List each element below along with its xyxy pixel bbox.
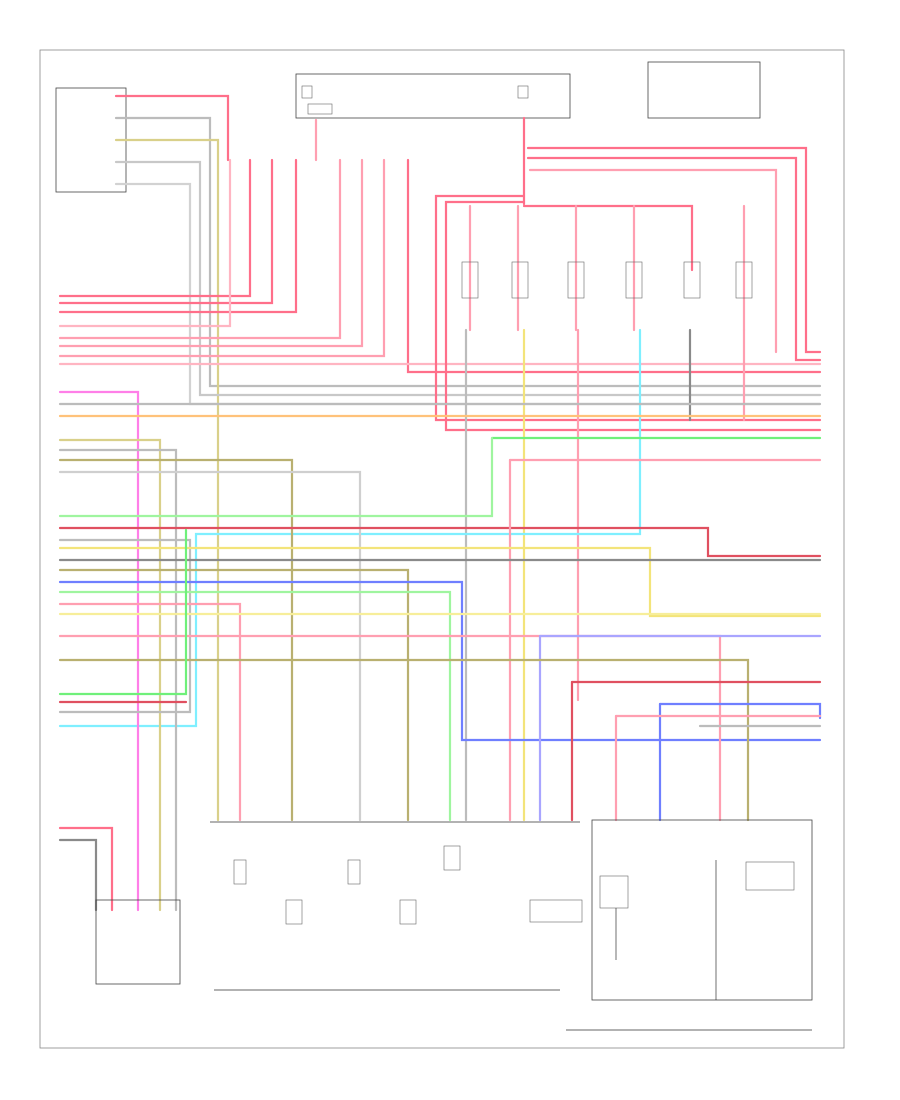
wire-red-4 [58, 158, 298, 314]
solenoid-1 [233, 859, 247, 885]
bottom-middle-components [210, 821, 583, 991]
relay-5-coil [683, 261, 701, 299]
wire-pink-7 [528, 168, 778, 354]
wire-grey-1 [114, 116, 822, 388]
wire-red-5 [406, 158, 822, 374]
wire-red-12 [58, 526, 822, 558]
wire-tan-1 [114, 138, 220, 822]
wire-red-11 [522, 204, 694, 272]
wire-yellow-1 [58, 546, 822, 618]
wire-tan-3 [58, 458, 294, 822]
solenoid-3 [347, 859, 361, 885]
wire-grey-9 [58, 838, 98, 912]
wire-red-1 [114, 94, 230, 162]
wire-red-3 [58, 158, 274, 305]
wire-pink-5 [58, 158, 232, 328]
wire-grey-6 [58, 470, 362, 822]
wire-pink-3 [58, 158, 364, 348]
relay-1-coil [461, 261, 479, 299]
relay-bank [461, 261, 753, 299]
bottom-right-module [566, 819, 813, 1031]
wire-pink-4 [58, 158, 386, 358]
wire-harness [58, 94, 822, 912]
top-fuse-block [295, 73, 571, 119]
wire-red-7 [526, 146, 822, 354]
wire-green-4 [58, 528, 188, 696]
wire-cyan-relay-4 [58, 328, 642, 728]
relay-4-coil [625, 261, 643, 299]
wire-grey-2 [114, 160, 822, 397]
wire-red-8 [526, 156, 822, 362]
bottom-left-module [95, 899, 181, 985]
wire-blue-2 [658, 702, 822, 720]
wire-red-10 [444, 200, 822, 432]
wire-pink-10 [58, 602, 242, 822]
sensor-unit [529, 899, 583, 923]
note-box [647, 61, 761, 119]
wire-green-3 [58, 590, 452, 822]
solenoid-2 [285, 899, 303, 925]
wire-pink-2 [58, 158, 342, 340]
wire-red-14 [58, 826, 114, 912]
wire-red-9 [434, 194, 822, 422]
relay-3-coil [567, 261, 585, 299]
solenoid-4 [399, 899, 417, 925]
diagram-frame [39, 49, 845, 1049]
wire-olive-1 [58, 568, 410, 822]
wire-violet-1 [58, 390, 140, 912]
relay-2-coil [511, 261, 529, 299]
solenoid-5 [443, 845, 461, 871]
wire-green-2 [58, 436, 494, 518]
wire-grey-7 [58, 538, 192, 714]
wire-grey-5 [58, 448, 178, 912]
relay-6-coil [735, 261, 753, 299]
wire-red-2 [58, 158, 252, 298]
wire-olive-2 [58, 658, 750, 822]
wire-tan-2 [58, 438, 162, 912]
